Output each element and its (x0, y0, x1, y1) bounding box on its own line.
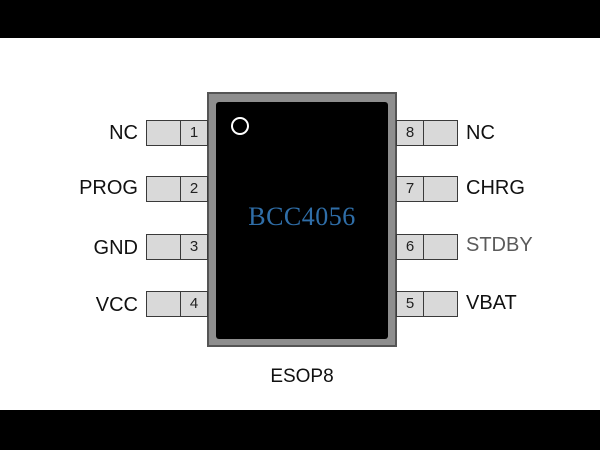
pin-number: 6 (397, 235, 424, 259)
pin-8: 8 (396, 120, 458, 146)
pin-number: 7 (397, 177, 424, 201)
pin-label-vcc: VCC (95, 294, 138, 316)
pin-4: 4 (146, 291, 208, 317)
pin-label-vbat: VBAT (466, 292, 517, 314)
pin-2: 2 (146, 176, 208, 202)
pin-5: 5 (396, 291, 458, 317)
pin-label-nc-left: NC (109, 122, 138, 144)
pin-number: 3 (180, 235, 207, 259)
bottom-letterbox-bar (0, 410, 600, 450)
pin-label-chrg: CHRG (466, 177, 525, 199)
package-label: ESOP8 (270, 366, 334, 387)
pin-label-gnd: GND (93, 237, 138, 259)
chip-body (216, 102, 388, 339)
pin-3: 3 (146, 234, 208, 260)
pin-number: 4 (180, 292, 207, 316)
pin-7: 7 (396, 176, 458, 202)
chip-part-number: BCC4056 (248, 202, 356, 231)
pin-6: 6 (396, 234, 458, 260)
pin-label-stdby: STDBY (466, 234, 533, 256)
pin-number: 1 (180, 121, 207, 145)
pin-1: 1 (146, 120, 208, 146)
pin-number: 2 (180, 177, 207, 201)
pin1-indicator-dot (231, 117, 249, 135)
pin-label-prog: PROG (79, 177, 138, 199)
pin-number: 8 (397, 121, 424, 145)
pin-label-nc-right: NC (466, 122, 495, 144)
pin-number: 5 (397, 292, 424, 316)
top-letterbox-bar (0, 0, 600, 38)
